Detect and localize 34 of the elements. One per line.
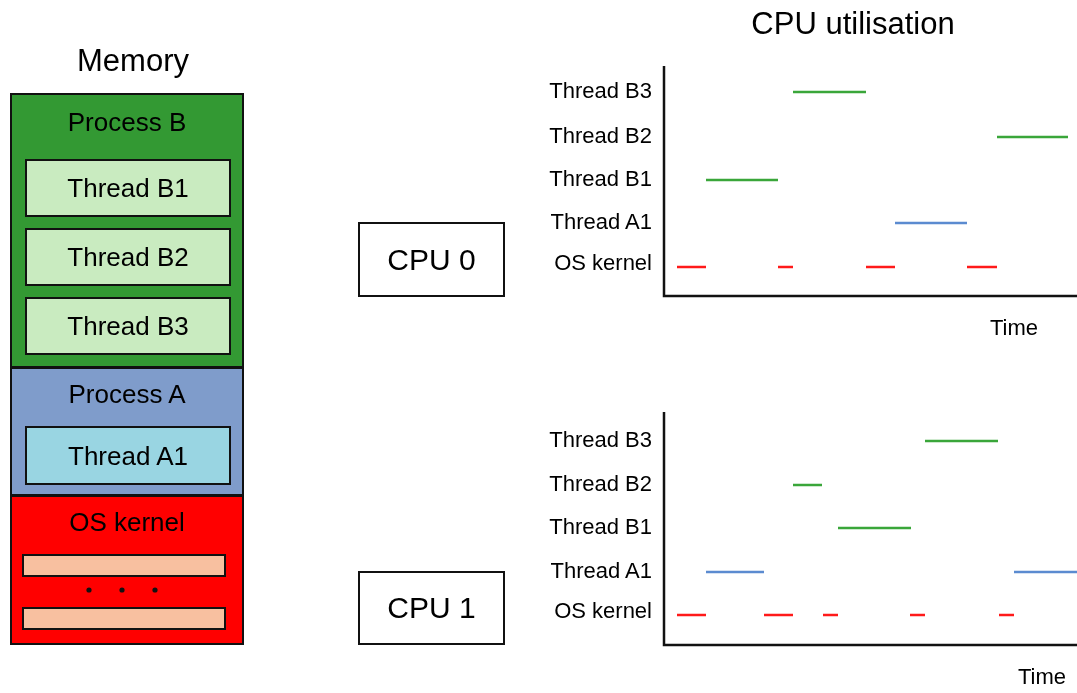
axis-label: Time xyxy=(990,317,1039,339)
row-label: Thread B3 xyxy=(549,429,652,451)
box-label: Thread B3 xyxy=(66,313,190,339)
box-heading: Process A xyxy=(67,381,187,407)
row-label: OS kernel xyxy=(554,252,652,274)
thread-box xyxy=(25,297,231,355)
row-label: Thread B2 xyxy=(549,473,652,495)
box-label: CPU 1 xyxy=(386,593,477,623)
memory-bar xyxy=(22,554,226,577)
box-label: CPU 0 xyxy=(386,244,477,275)
box-heading: OS kernel xyxy=(68,509,186,535)
process-box xyxy=(10,93,244,368)
cpu-box xyxy=(358,571,505,645)
row-label: Thread B1 xyxy=(549,516,652,538)
kernel-box xyxy=(10,495,244,645)
row-label: Thread A1 xyxy=(550,560,652,582)
axis-label: Time xyxy=(1018,666,1067,688)
thread-box xyxy=(25,426,231,485)
row-label: Thread A1 xyxy=(550,211,652,233)
memory-bar xyxy=(22,607,226,630)
cpu-box xyxy=(358,222,505,297)
process-box xyxy=(10,367,244,496)
box-heading: Process B xyxy=(66,109,188,135)
box-label: Thread A1 xyxy=(67,442,189,469)
row-label: Thread B2 xyxy=(549,125,652,147)
row-label: Thread B3 xyxy=(549,80,652,102)
box-label: Thread B2 xyxy=(66,244,190,270)
box-label: Thread B1 xyxy=(66,175,190,201)
row-label: Thread B1 xyxy=(549,168,652,190)
memory-heading: Memory xyxy=(76,44,190,76)
thread-box xyxy=(25,159,231,217)
chart-title: CPU utilisation xyxy=(750,6,956,42)
thread-box xyxy=(25,228,231,286)
row-label: OS kernel xyxy=(554,600,652,622)
